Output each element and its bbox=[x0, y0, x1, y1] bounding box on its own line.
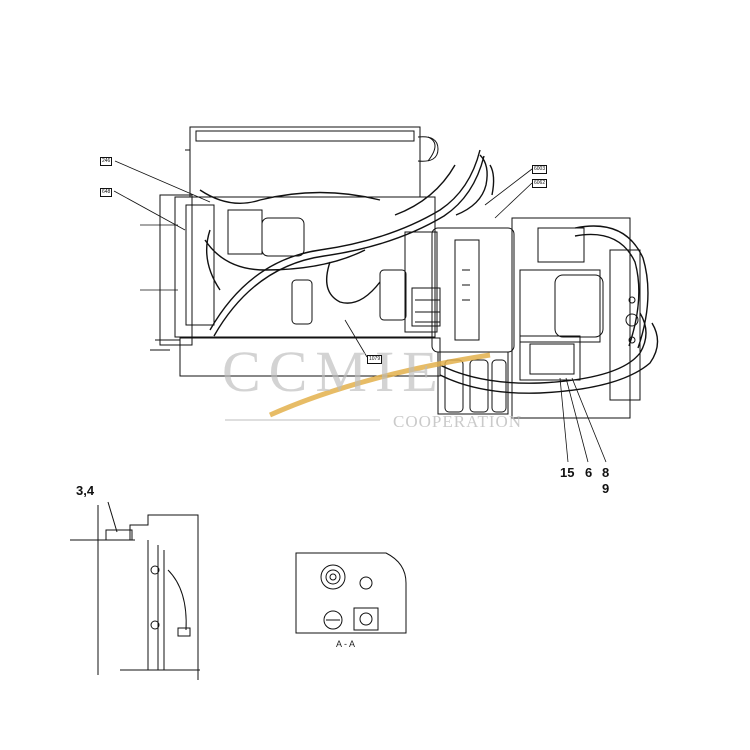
center-lines bbox=[140, 224, 178, 291]
hoses bbox=[199, 149, 659, 394]
callout-6: 6 bbox=[585, 465, 593, 480]
tag-6062: 6062 bbox=[532, 179, 548, 188]
tag-246: 246 bbox=[100, 157, 113, 166]
tag-6003: 6003 bbox=[532, 165, 548, 174]
watermark-brand: CCMIE bbox=[222, 339, 446, 404]
tag-1079: 1079 bbox=[367, 355, 383, 364]
section-label: A - A bbox=[336, 639, 356, 649]
watermark-subtitle: COOPERATION bbox=[393, 412, 523, 431]
callout-3-4: 3,4 bbox=[76, 483, 95, 498]
transmission-housing bbox=[511, 217, 641, 419]
tag-648: 648 bbox=[100, 188, 113, 197]
watermark-swoosh bbox=[268, 352, 491, 418]
engine-block bbox=[150, 194, 441, 377]
engine-top bbox=[185, 126, 439, 198]
callout-15: 15 bbox=[560, 465, 575, 480]
callout-9: 9 bbox=[602, 481, 610, 496]
detail-view bbox=[70, 501, 200, 680]
callout-8: 8 bbox=[602, 465, 610, 480]
section-a-a bbox=[295, 552, 407, 634]
leader-lines bbox=[113, 160, 607, 463]
